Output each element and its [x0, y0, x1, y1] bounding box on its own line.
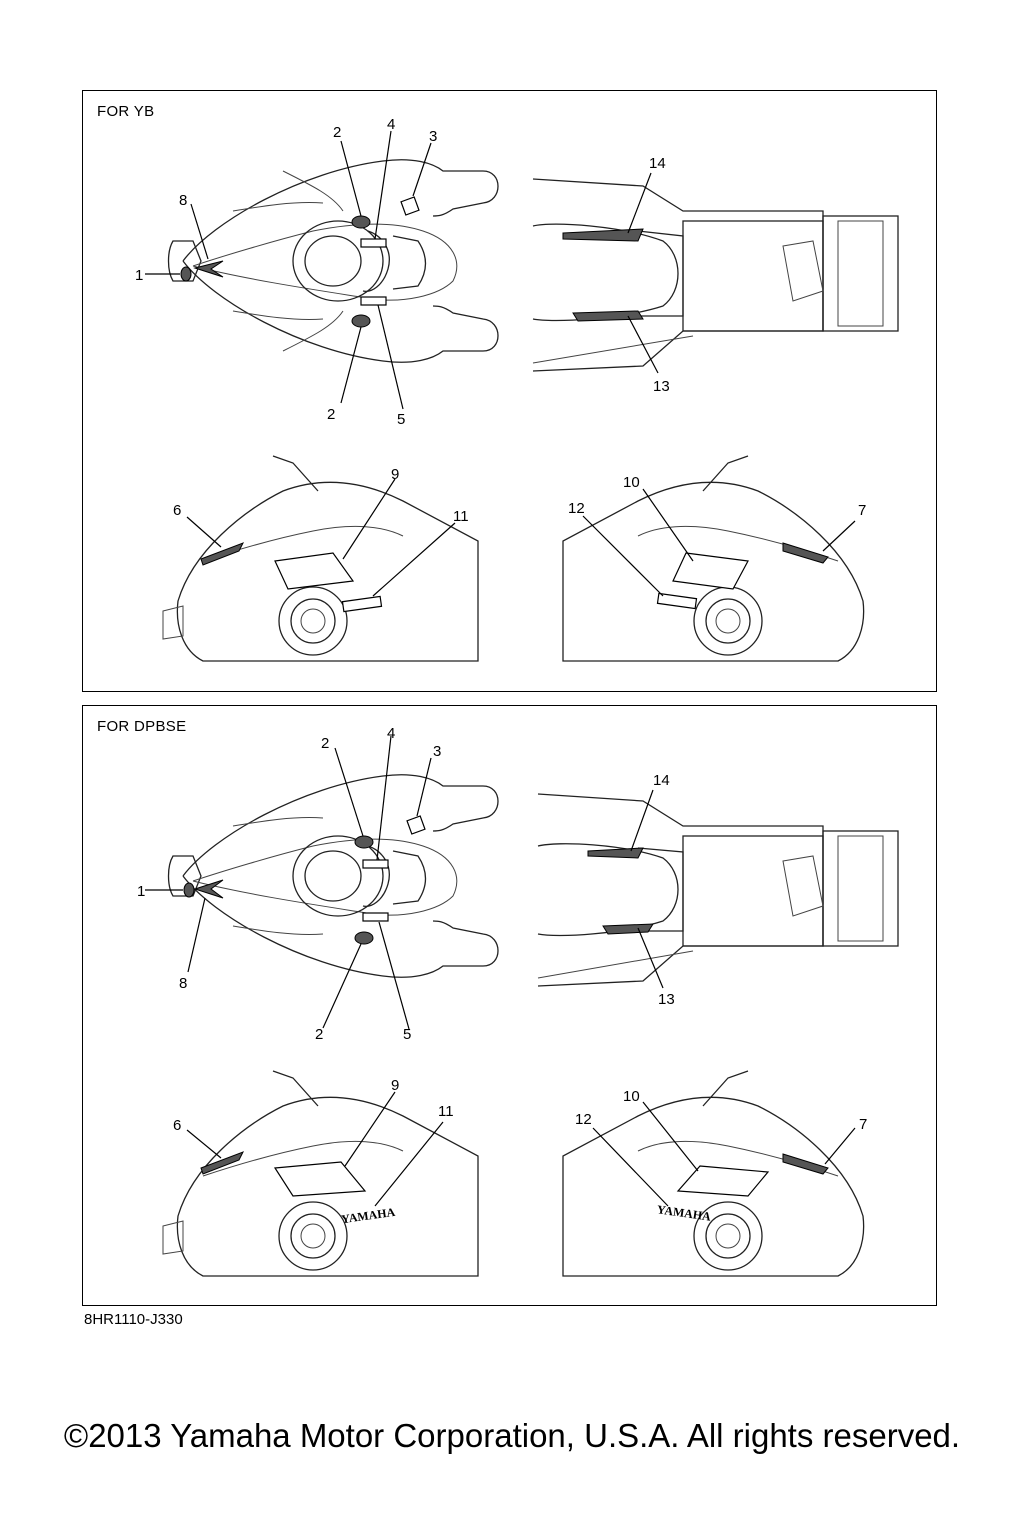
callout-11: 11	[438, 1103, 454, 1120]
callout-10: 10	[623, 1088, 640, 1105]
side-view	[532, 178, 899, 372]
callout-12: 12	[568, 500, 585, 517]
panel-title: FOR DPBSE	[97, 718, 187, 735]
callout-13: 13	[658, 991, 675, 1008]
callout-3: 3	[433, 743, 441, 760]
callout-4: 4	[387, 116, 395, 133]
left-side-view	[162, 455, 479, 662]
callout-6: 6	[173, 1117, 181, 1134]
copyright-notice: ©2013 Yamaha Motor Corporation, U.S.A. A…	[63, 1417, 961, 1454]
callout-13: 13	[653, 378, 670, 395]
top-view	[167, 774, 499, 978]
callout-10: 10	[623, 474, 640, 491]
yamaha-decal-right: YAMAHA	[656, 1202, 712, 1223]
callout-11: 11	[453, 508, 469, 525]
diagram-code: 8HR1110-J330	[84, 1311, 183, 1328]
callout-12: 12	[575, 1111, 592, 1128]
panel-title: FOR YB	[97, 103, 155, 120]
callout-7: 7	[859, 1116, 867, 1133]
callout-14: 14	[653, 772, 670, 789]
top-view-leaders	[145, 130, 432, 410]
callout-2b: 2	[315, 1026, 323, 1043]
callout-8: 8	[179, 975, 187, 992]
callout-1: 1	[135, 267, 143, 284]
left-side-view: YAMAHA	[162, 1070, 479, 1277]
yb-illustration: 1 2 4 3 8 2 5 14 13	[135, 116, 899, 662]
callout-14: 14	[649, 155, 666, 172]
panel-dpbse: FOR DPBSE	[82, 705, 937, 1306]
callout-2: 2	[333, 124, 341, 141]
callout-1: 1	[137, 883, 145, 900]
panel-yb: FOR YB	[82, 90, 937, 692]
yamaha-decal-left: YAMAHA	[340, 1205, 396, 1226]
callout-9: 9	[391, 1077, 399, 1094]
callout-9: 9	[391, 466, 399, 483]
callout-5: 5	[403, 1026, 411, 1043]
right-side-view	[562, 455, 865, 662]
top-view	[167, 159, 499, 363]
callout-7: 7	[858, 502, 866, 519]
side-view	[537, 793, 899, 987]
callout-6: 6	[173, 502, 181, 519]
callout-5: 5	[397, 411, 405, 428]
callout-8: 8	[179, 192, 187, 209]
top-view-leaders	[145, 735, 432, 1030]
callout-2b: 2	[327, 406, 335, 423]
right-side-view: YAMAHA	[562, 1070, 865, 1277]
dpbse-illustration: 1 2 4 3 8 2 5 14 13	[137, 725, 899, 1277]
callout-2: 2	[321, 735, 329, 752]
callout-4: 4	[387, 725, 395, 742]
callout-3: 3	[429, 128, 437, 145]
